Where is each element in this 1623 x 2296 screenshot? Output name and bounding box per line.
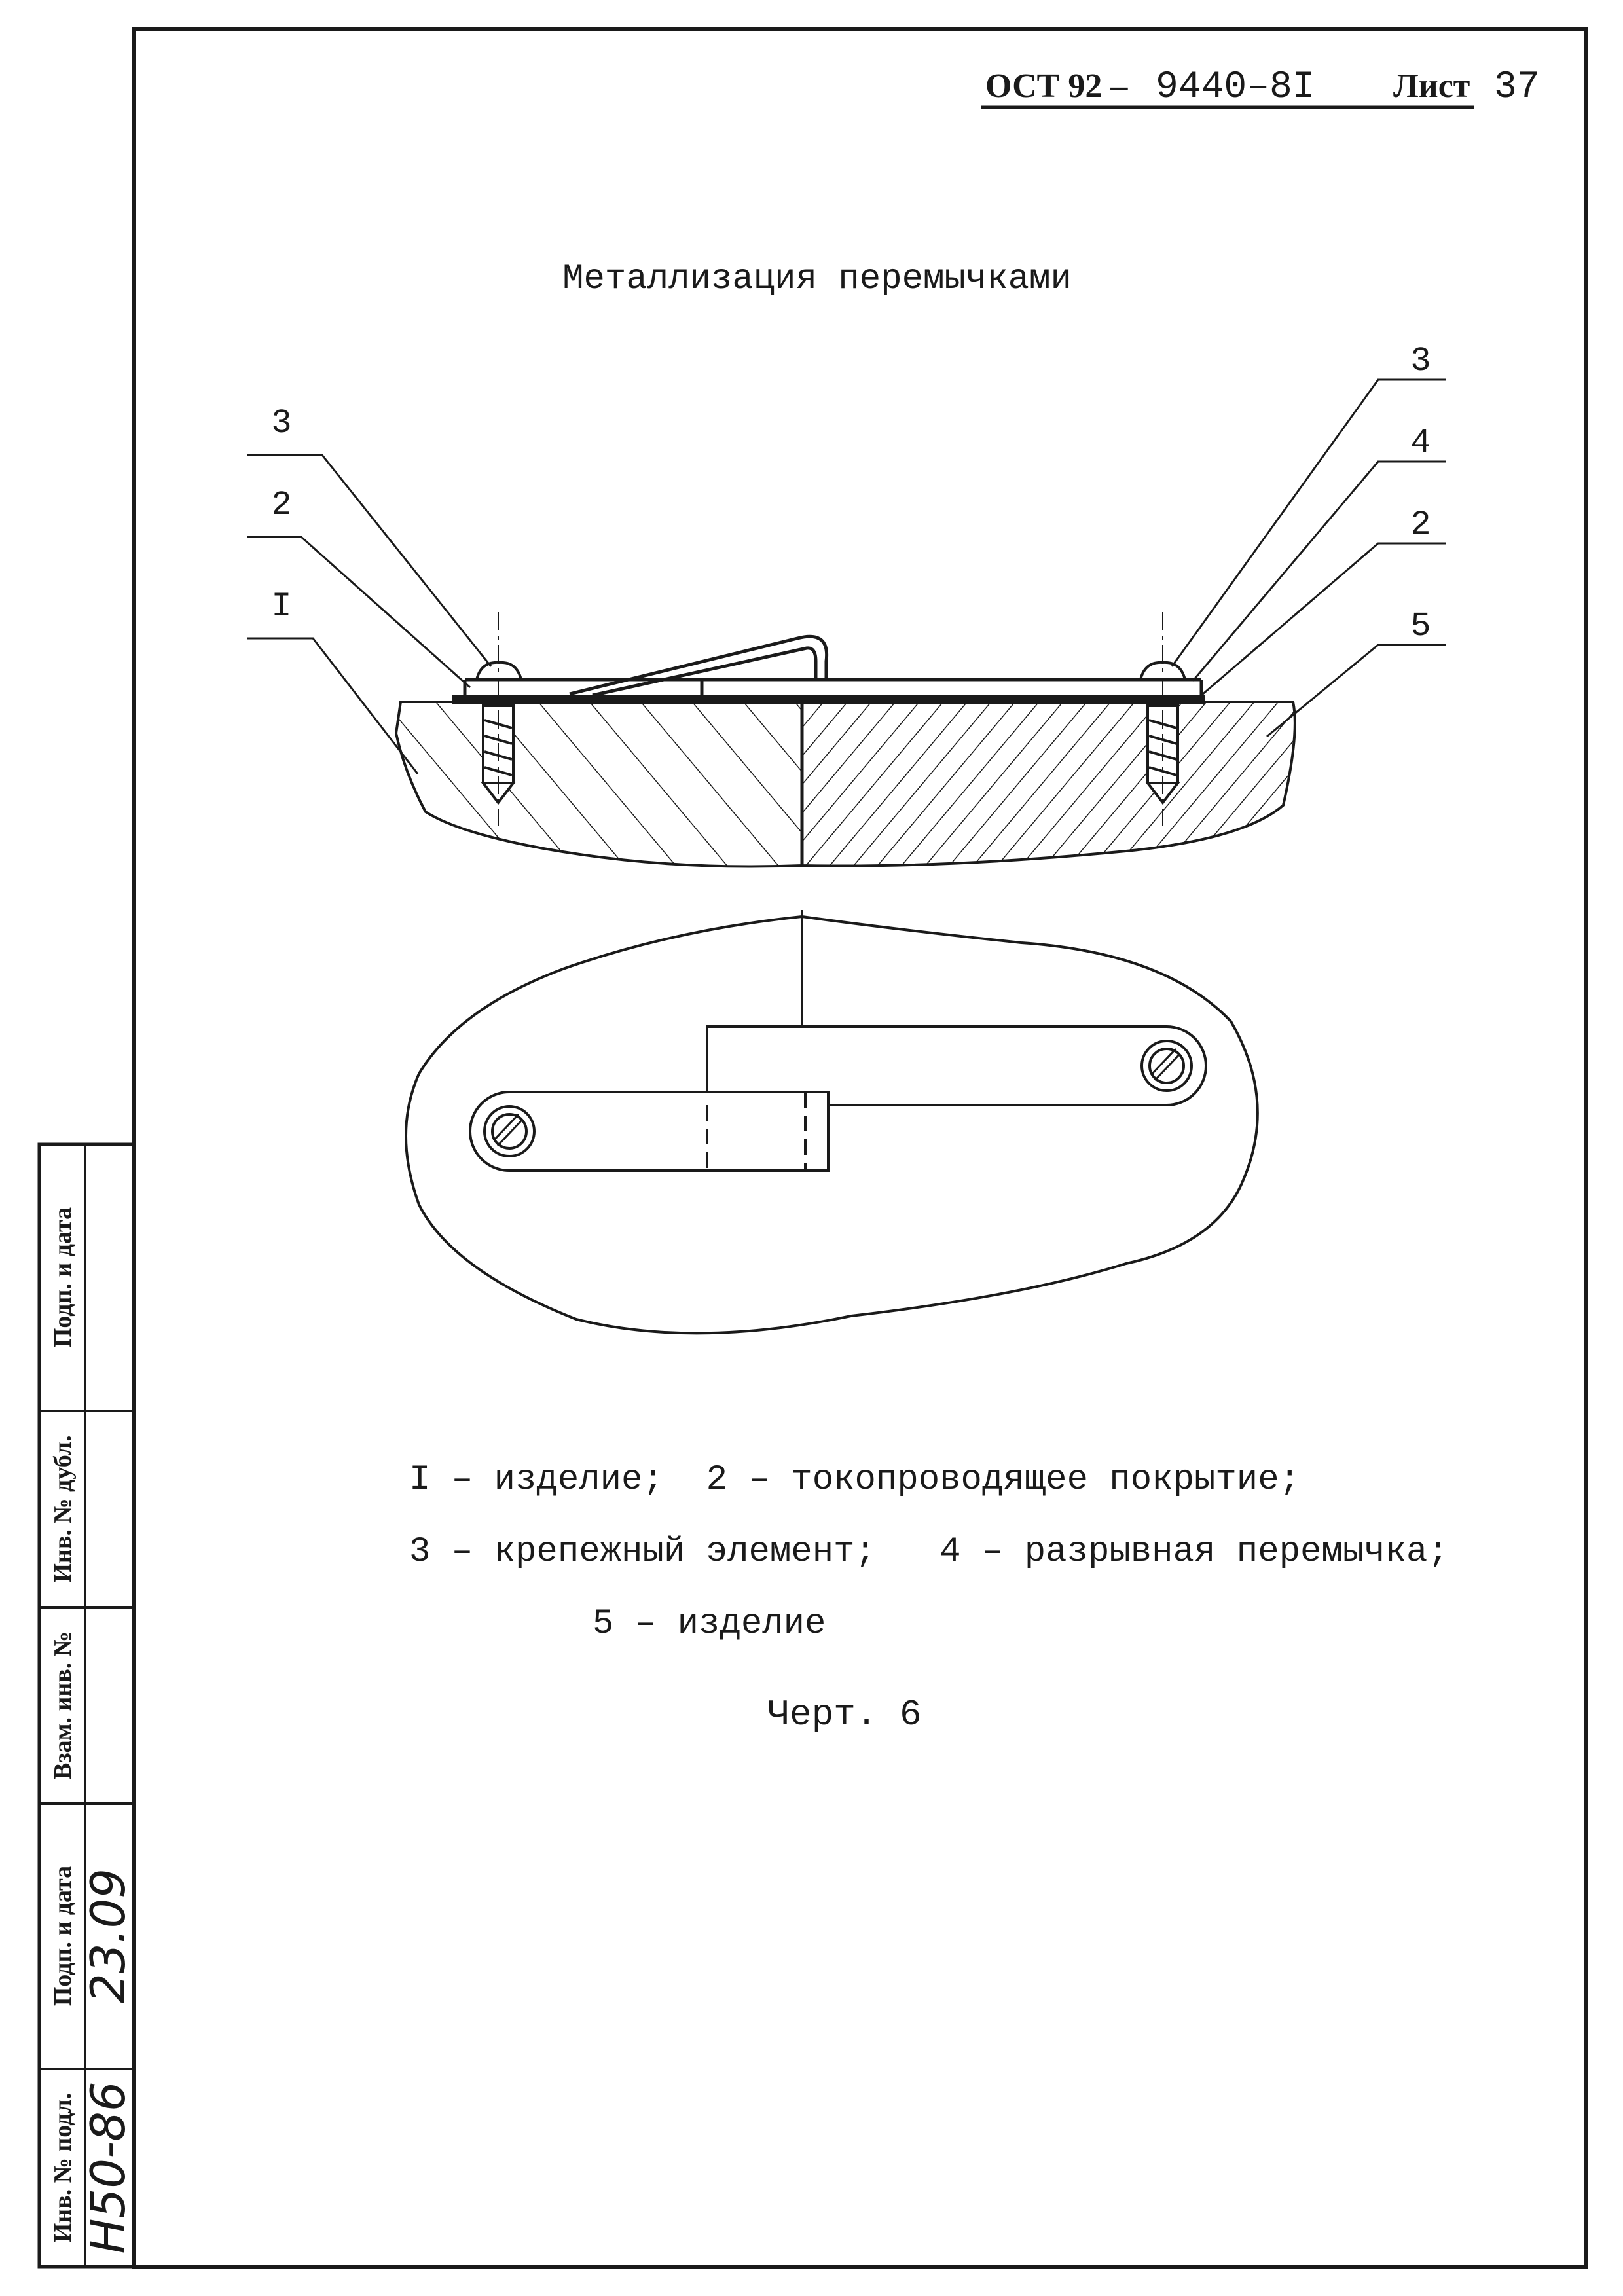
section-view <box>394 612 1296 868</box>
part-1-hatch <box>396 702 802 867</box>
header: ОСТ 92 – 9440–8I Лист 37 <box>985 66 1540 109</box>
sheet-number: 37 <box>1494 66 1540 109</box>
callout-leaders <box>247 378 1446 774</box>
plan-screw-left <box>483 1105 536 1157</box>
part-1-outline <box>394 701 803 868</box>
part-5-hatch <box>802 702 1295 866</box>
plan-view <box>405 910 1259 1335</box>
legend-line-1: I – изделие; 2 – токопроводящее покрытие… <box>409 1460 1300 1500</box>
callout-right-5: 5 <box>1410 607 1431 646</box>
plan-outline <box>405 915 1259 1335</box>
part-5-outline <box>801 701 1296 867</box>
standard-number: 9440–8I <box>1156 66 1315 109</box>
callout-left-3: 3 <box>271 404 291 443</box>
legend-line-3: 5 – изделие <box>593 1604 826 1644</box>
legend-line-2: 3 – крепежный элемент; 4 – разрывная пер… <box>409 1532 1449 1572</box>
plan-screw-right <box>1140 1040 1193 1092</box>
stamp-label-inv-dubl: Инв. № дубл. <box>49 1435 77 1582</box>
plan-strap-upper <box>706 1025 1207 1106</box>
figure-caption: Черт. 6 <box>767 1694 921 1736</box>
jumper-section <box>463 634 1203 697</box>
side-stamp: Инв. № подл. Подп. и дата Взам. инв. № И… <box>37 1142 136 2269</box>
stamp-label-vzam-inv: Взам. инв. № <box>49 1631 77 1779</box>
drawing-title: Металлизация перемычками <box>562 259 1072 299</box>
callout-right-4: 4 <box>1410 424 1431 462</box>
stamp-value-date: 23.09 <box>81 1868 136 2003</box>
legend: I – изделие; 2 – токопроводящее покрытие… <box>409 1460 1449 1644</box>
callout-right-2: 2 <box>1410 505 1431 544</box>
callout-left-1: I <box>271 587 291 626</box>
plan-strap-lower <box>469 1091 830 1172</box>
callout-labels: 3 2 I 3 4 2 5 <box>271 342 1431 646</box>
stamp-value-inv-podl: Н50-86 <box>81 2081 136 2253</box>
standard-prefix: ОСТ 92 – <box>985 67 1128 105</box>
callout-left-2: 2 <box>271 486 291 524</box>
sheet-label: Лист <box>1393 67 1470 105</box>
stamp-label-inv-podl: Инв. № подл. <box>49 2093 77 2243</box>
conductive-coating <box>452 695 1205 704</box>
stamp-label-podp-data-2: Подп. и дата <box>49 1207 77 1347</box>
callout-right-3: 3 <box>1410 342 1431 380</box>
stamp-label-podp-data-1: Подп. и дата <box>49 1866 77 2006</box>
sheet-frame <box>132 27 1588 2269</box>
